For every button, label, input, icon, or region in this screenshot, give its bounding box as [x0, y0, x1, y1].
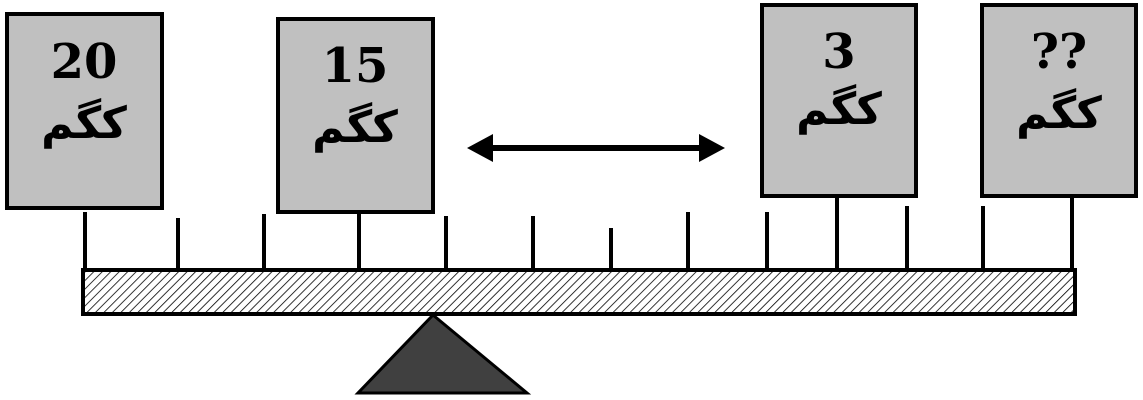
weight-value: 3: [822, 24, 855, 80]
weight-box-20: 20 کگم: [5, 12, 164, 210]
seesaw-beam: [81, 268, 1077, 316]
weight-box-15: 15 کگم: [276, 17, 435, 214]
weight-unit: کگم: [312, 101, 398, 153]
arrow-left-head: [467, 134, 493, 162]
weight-unit: کگم: [796, 83, 882, 135]
fulcrum-triangle: [354, 312, 532, 395]
weight-box-unknown: ?? کگم: [980, 3, 1138, 198]
weight-unit: کگم: [1016, 87, 1102, 139]
beam-tick-marks: [83, 196, 1074, 270]
double-arrow: [467, 134, 725, 162]
weight-box-3: 3 کگم: [760, 3, 918, 198]
weight-value: 15: [322, 38, 389, 94]
weight-value: 20: [51, 34, 118, 90]
weight-unit: کگم: [41, 97, 127, 149]
weight-value: ??: [1031, 24, 1087, 80]
arrow-right-head: [699, 134, 725, 162]
